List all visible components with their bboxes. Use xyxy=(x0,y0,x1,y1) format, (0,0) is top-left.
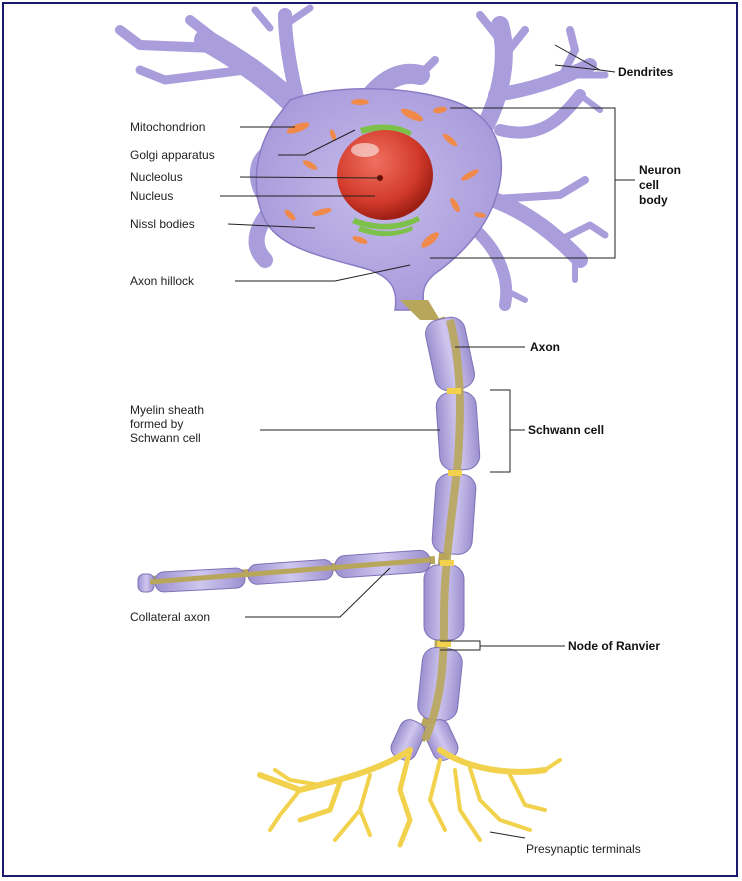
label-collateral-axon: Collateral axon xyxy=(130,610,210,624)
label-cell-body-line1: Neuron xyxy=(639,163,681,177)
label-nissl-bodies: Nissl bodies xyxy=(130,217,195,231)
label-myelin-line3: Schwann cell xyxy=(130,431,201,445)
label-axon: Axon xyxy=(530,340,560,354)
nucleus-shape xyxy=(337,130,433,220)
label-schwann-cell: Schwann cell xyxy=(528,423,604,437)
label-node-of-ranvier: Node of Ranvier xyxy=(568,639,660,653)
label-myelin-line2: formed by xyxy=(130,417,183,431)
label-mitochondrion: Mitochondrion xyxy=(130,120,205,134)
presynaptic-terminals-shape xyxy=(260,750,560,845)
label-dendrites: Dendrites xyxy=(618,65,674,79)
label-cell-body-line3: body xyxy=(639,193,668,207)
label-cell-body-line2: cell xyxy=(639,178,659,192)
label-myelin-line1: Myelin sheath xyxy=(130,403,204,417)
label-golgi-apparatus: Golgi apparatus xyxy=(130,148,215,162)
label-axon-hillock: Axon hillock xyxy=(130,274,195,288)
label-nucleolus: Nucleolus xyxy=(130,170,183,184)
axon-segments xyxy=(138,300,481,764)
label-nucleus: Nucleus xyxy=(130,189,173,203)
label-presynaptic-terminals: Presynaptic terminals xyxy=(526,842,641,856)
nucleus-highlight xyxy=(351,143,379,157)
